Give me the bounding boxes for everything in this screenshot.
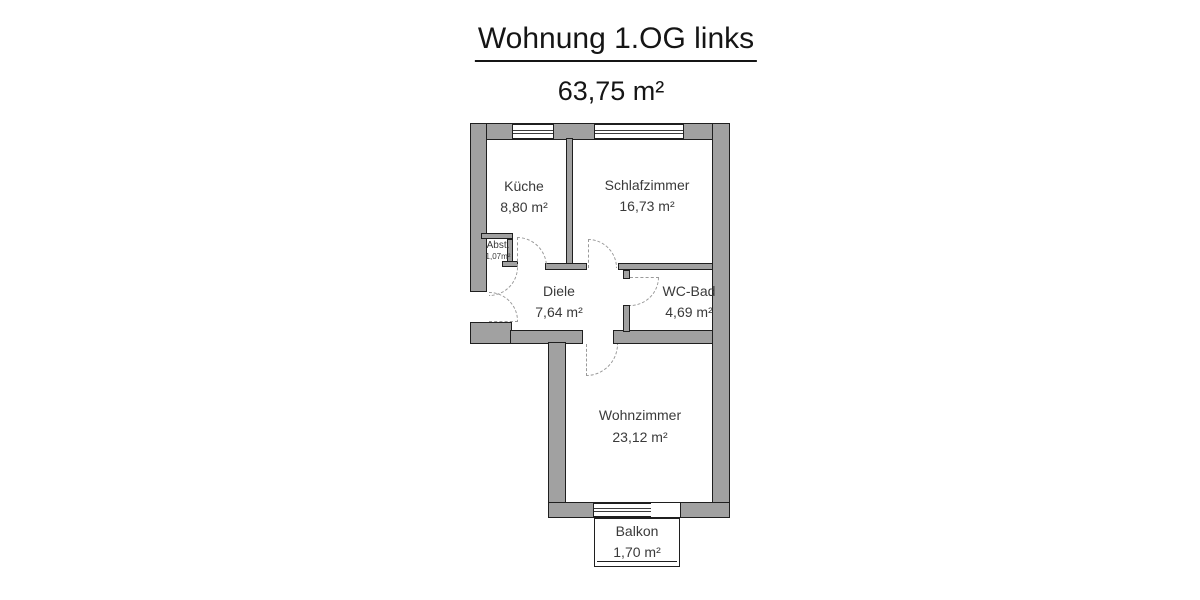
- wall-schlafzimmer-wc: [618, 263, 713, 270]
- room-label-kueche: Küche 8,80 m²: [500, 176, 547, 218]
- room-label-abst: Abst. 1,07m²: [486, 240, 511, 262]
- room-area: 1,70 m²: [613, 544, 661, 560]
- room-label-wohnzimmer: Wohnzimmer 23,12 m²: [599, 404, 681, 448]
- wall-wc-stub-bottom: [623, 305, 630, 332]
- window-balkon: [594, 502, 651, 518]
- wall-diele-bottom: [510, 330, 583, 344]
- door-leaf-entrance: [489, 321, 518, 322]
- window-glass: [594, 508, 651, 513]
- room-name: Diele: [543, 283, 575, 299]
- room-name: Balkon: [615, 523, 659, 539]
- wall-bottom-left: [548, 502, 594, 518]
- room-label-balkon: Balkon 1,70 m²: [613, 521, 660, 563]
- window-glass: [595, 129, 683, 134]
- room-area: 8,80 m²: [500, 199, 548, 215]
- room-label-diele: Diele 7,64 m²: [535, 281, 582, 323]
- room-area: 4,69 m²: [665, 304, 713, 320]
- window-kueche: [513, 123, 553, 140]
- plan-total-area: 63,75 m²: [557, 76, 665, 106]
- door-arc-wohnzimmer: [586, 344, 618, 376]
- door-arc-wc: [630, 277, 659, 306]
- room-area: 7,64 m²: [535, 304, 583, 320]
- room-name: Küche: [504, 178, 544, 194]
- wall-wohnzimmer-left: [548, 342, 566, 504]
- room-label-wc-bad: WC-Bad 4,69 m²: [663, 281, 716, 323]
- window-glass: [513, 129, 553, 134]
- door-arc-kueche: [517, 237, 547, 267]
- door-arc-schlafzimmer: [588, 239, 617, 268]
- wall-wc-stub-top: [623, 270, 630, 279]
- door-arc-entrance: [489, 292, 518, 321]
- wall-diele-bottom-left: [470, 322, 512, 344]
- room-name: WC-Bad: [662, 283, 716, 299]
- balkon-outline: [594, 518, 680, 567]
- room-name: Schlafzimmer: [604, 177, 690, 193]
- wall-top-middle: [553, 123, 595, 140]
- wall-diele-cap: [545, 263, 587, 270]
- balkon-railing: [597, 561, 677, 562]
- wall-left: [470, 123, 487, 292]
- room-area: 23,12 m²: [612, 429, 668, 445]
- door-balkon-opening: [651, 502, 680, 518]
- window-schlafzimmer: [595, 123, 683, 140]
- room-label-schlafzimmer: Schlafzimmer 16,73 m²: [605, 175, 690, 217]
- wall-abst-top: [481, 233, 513, 239]
- room-area: 1,07m²: [485, 252, 511, 261]
- wall-wc-bottom: [613, 330, 713, 344]
- room-name: Abst.: [486, 240, 510, 251]
- plan-title: Wohnung 1.OG links: [474, 22, 758, 62]
- room-name: Wohnzimmer: [598, 407, 682, 423]
- room-area: 16,73 m²: [619, 198, 675, 214]
- wall-kueche-schlafzimmer: [566, 138, 573, 265]
- wall-bottom-right: [680, 502, 730, 518]
